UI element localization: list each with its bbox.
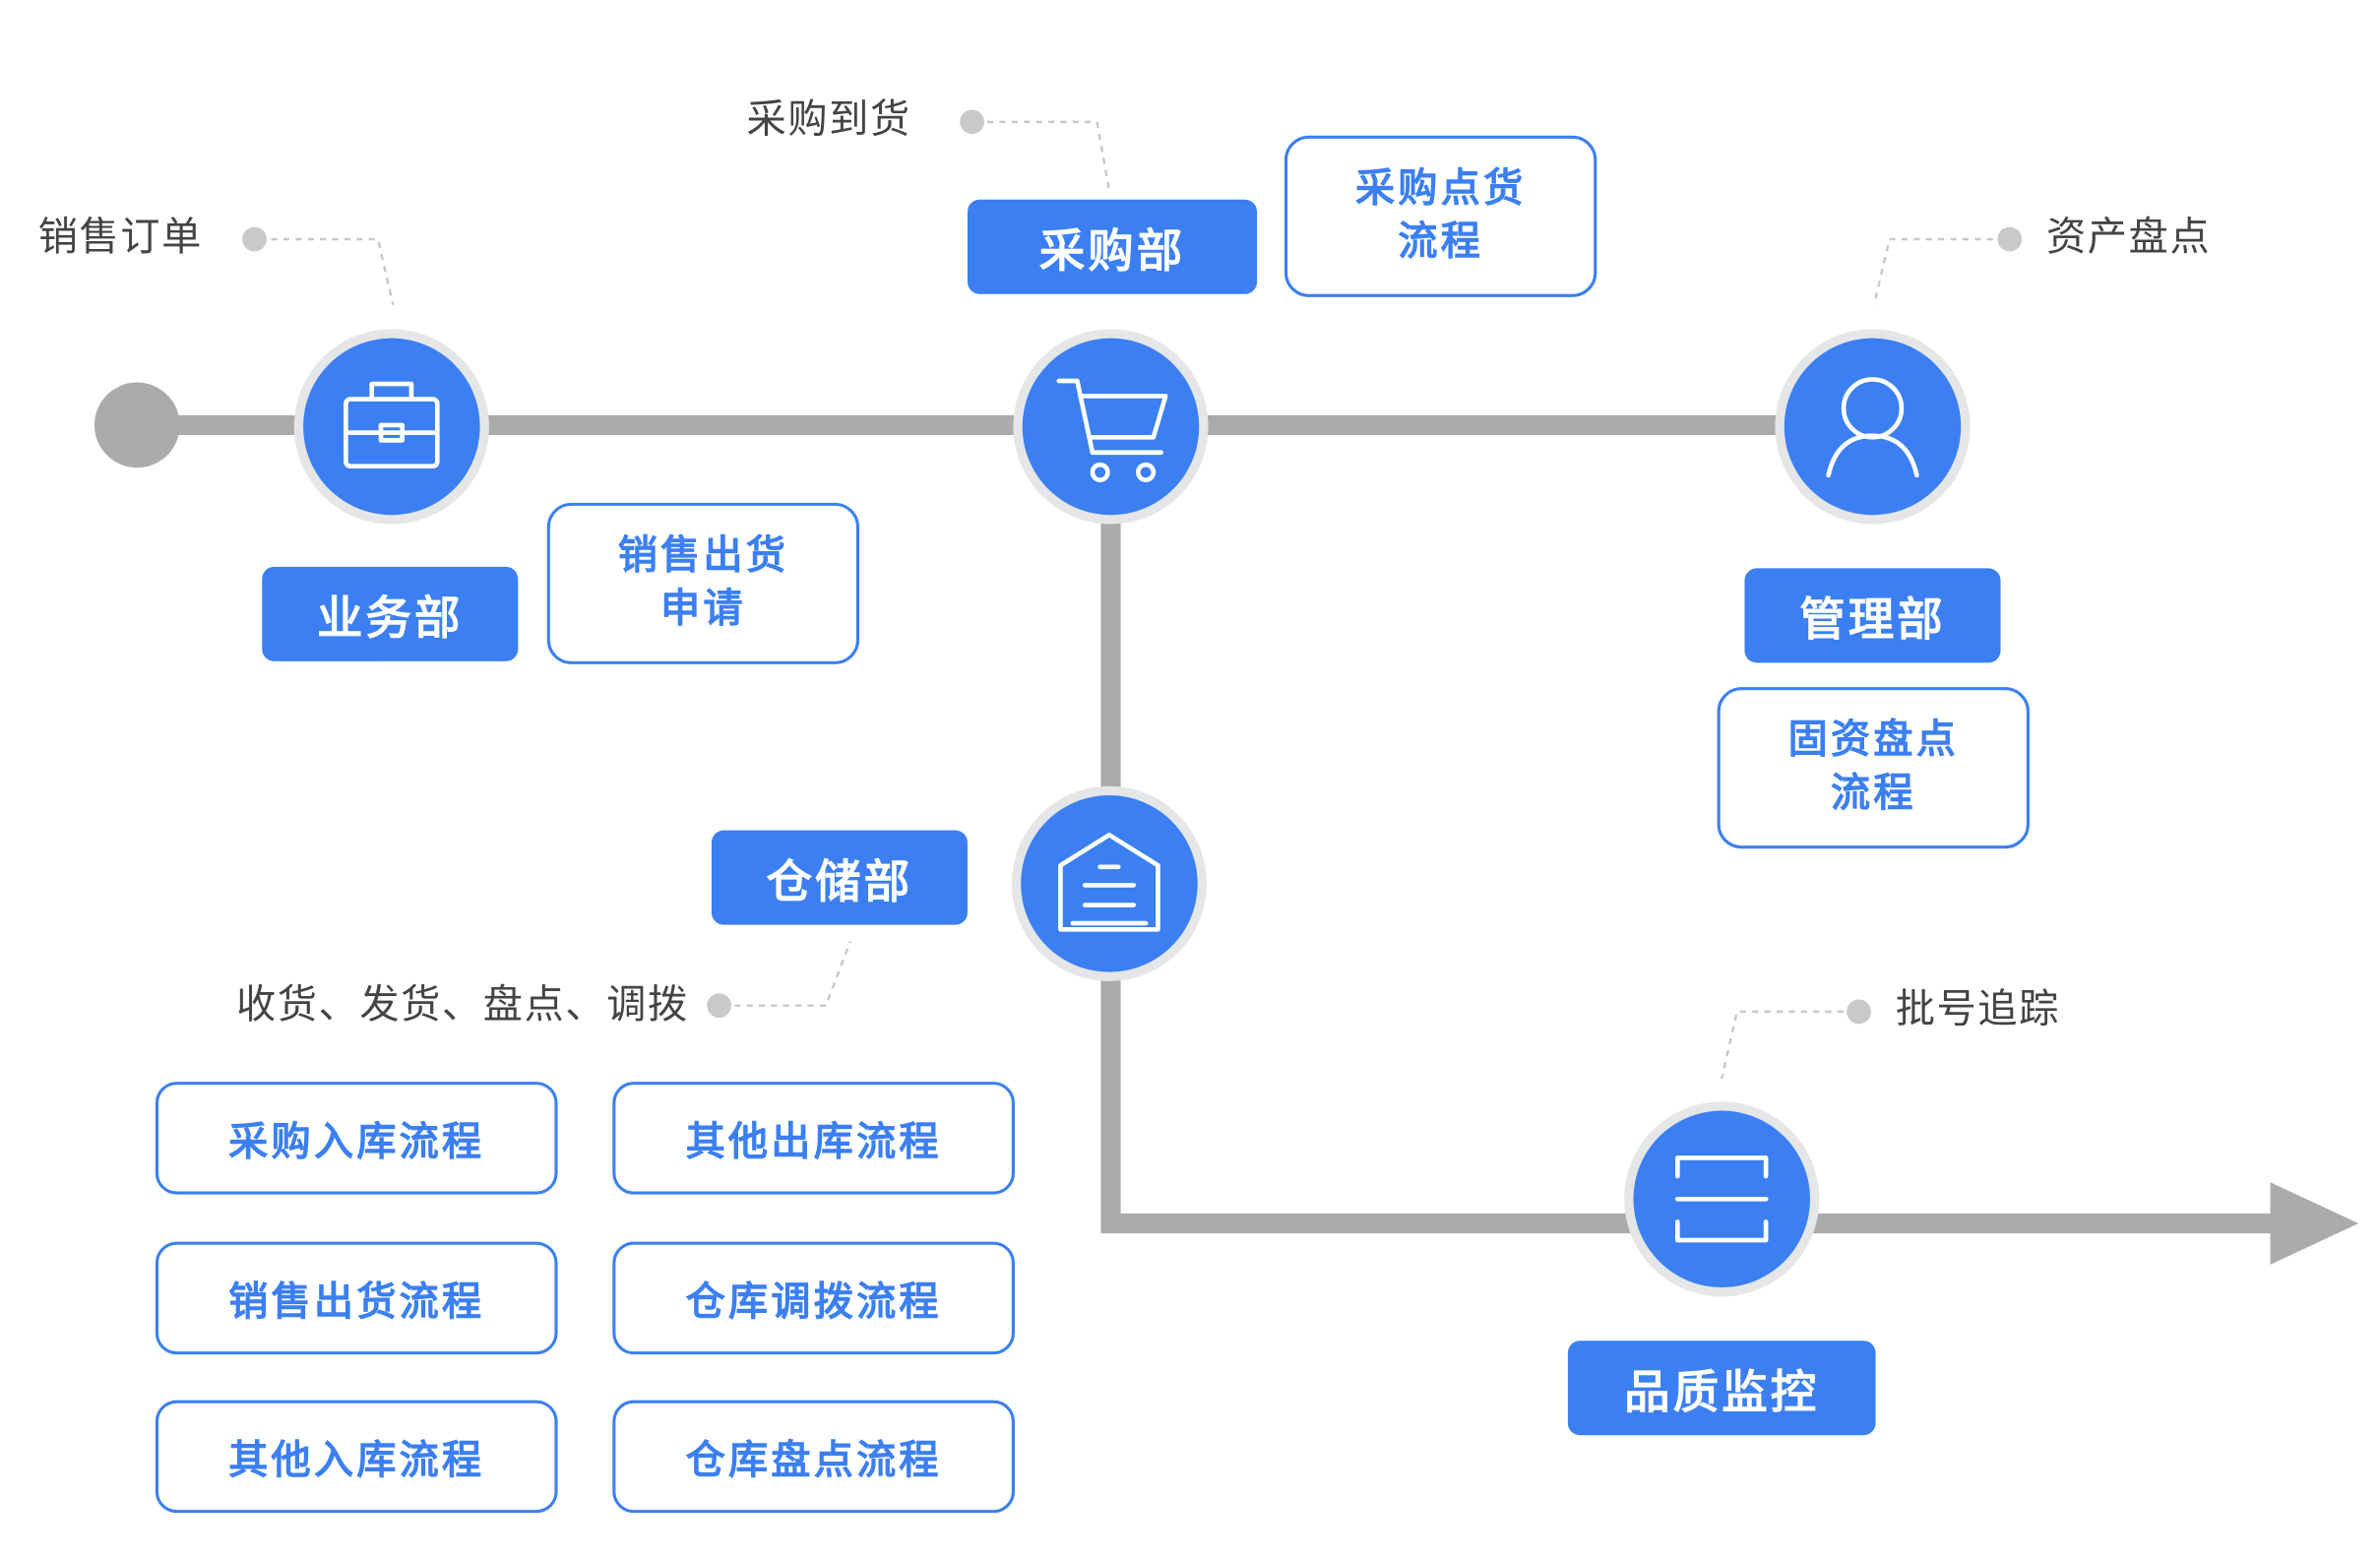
node-warehouse xyxy=(1011,785,1208,981)
process-box-line: 采购点货 xyxy=(1354,165,1527,213)
process-box-purchase-count: 采购点货 流程 xyxy=(1284,135,1597,297)
warehouse-icon xyxy=(1058,832,1160,932)
leader-dot-sales-order xyxy=(242,226,267,252)
process-purchase-inbound[interactable]: 采购入库流程 xyxy=(155,1082,558,1195)
briefcase-icon xyxy=(344,381,440,469)
process-warehouse-transfer[interactable]: 仓库调拨流程 xyxy=(612,1241,1015,1355)
process-box-line: 销售出货 xyxy=(617,532,789,580)
process-warehouse-count[interactable]: 仓库盘点流程 xyxy=(612,1400,1015,1514)
process-sales-shipment[interactable]: 销售出货流程 xyxy=(155,1241,558,1355)
dept-label-management: 管理部 xyxy=(1744,568,2001,663)
flow-start-dot xyxy=(94,382,180,468)
node-purchasing xyxy=(1013,329,1209,525)
flow-line-purchasing-warehouse-quality xyxy=(1100,424,2279,1234)
process-other-outbound[interactable]: 其他出库流程 xyxy=(612,1082,1015,1195)
leader-purchase-arrival xyxy=(974,120,1111,191)
process-box-sales-shipment-request: 销售出货 申请 xyxy=(546,502,860,664)
leader-sales-order xyxy=(259,237,395,305)
annotation-batch-tracking: 批号追踪 xyxy=(1895,987,2060,1033)
shopping-cart-icon xyxy=(1056,378,1168,482)
annotation-asset-count: 资产盘点 xyxy=(2045,215,2212,261)
scan-icon xyxy=(1675,1155,1769,1243)
process-box-line: 申请 xyxy=(660,586,746,633)
node-management xyxy=(1775,329,1971,525)
dept-label-sales: 业务部 xyxy=(262,566,519,661)
leader-dot-batch-tracking xyxy=(1847,999,1871,1025)
leader-warehouse-ops xyxy=(721,941,851,1007)
process-box-fixed-asset-count: 固资盘点 流程 xyxy=(1717,687,2030,849)
dept-label-warehouse: 仓储部 xyxy=(711,830,968,925)
process-box-line: 流程 xyxy=(1398,218,1483,266)
annotation-purchase-arrival: 采购到货 xyxy=(746,97,911,144)
leader-batch-tracking xyxy=(1721,1010,1856,1080)
leader-dot-warehouse-ops xyxy=(707,993,732,1019)
flow-arrow-head xyxy=(2270,1182,2359,1265)
annotation-sales-order: 销售订单 xyxy=(37,215,203,261)
leader-dot-purchase-arrival xyxy=(960,109,985,135)
annotation-warehouse-ops: 收货、发货、盘点、调拨 xyxy=(235,982,689,1029)
process-other-inbound[interactable]: 其他入库流程 xyxy=(155,1400,558,1514)
dept-label-quality: 品质监控 xyxy=(1567,1341,1876,1436)
leader-asset-count xyxy=(1872,237,2006,305)
leader-dot-asset-count xyxy=(1997,226,2023,252)
node-quality xyxy=(1624,1101,1820,1297)
user-icon xyxy=(1826,377,1919,478)
process-box-line: 固资盘点 xyxy=(1787,717,1959,764)
dept-label-purchasing: 采购部 xyxy=(967,199,1258,294)
process-box-line: 流程 xyxy=(1830,771,1916,817)
node-sales xyxy=(293,329,489,525)
